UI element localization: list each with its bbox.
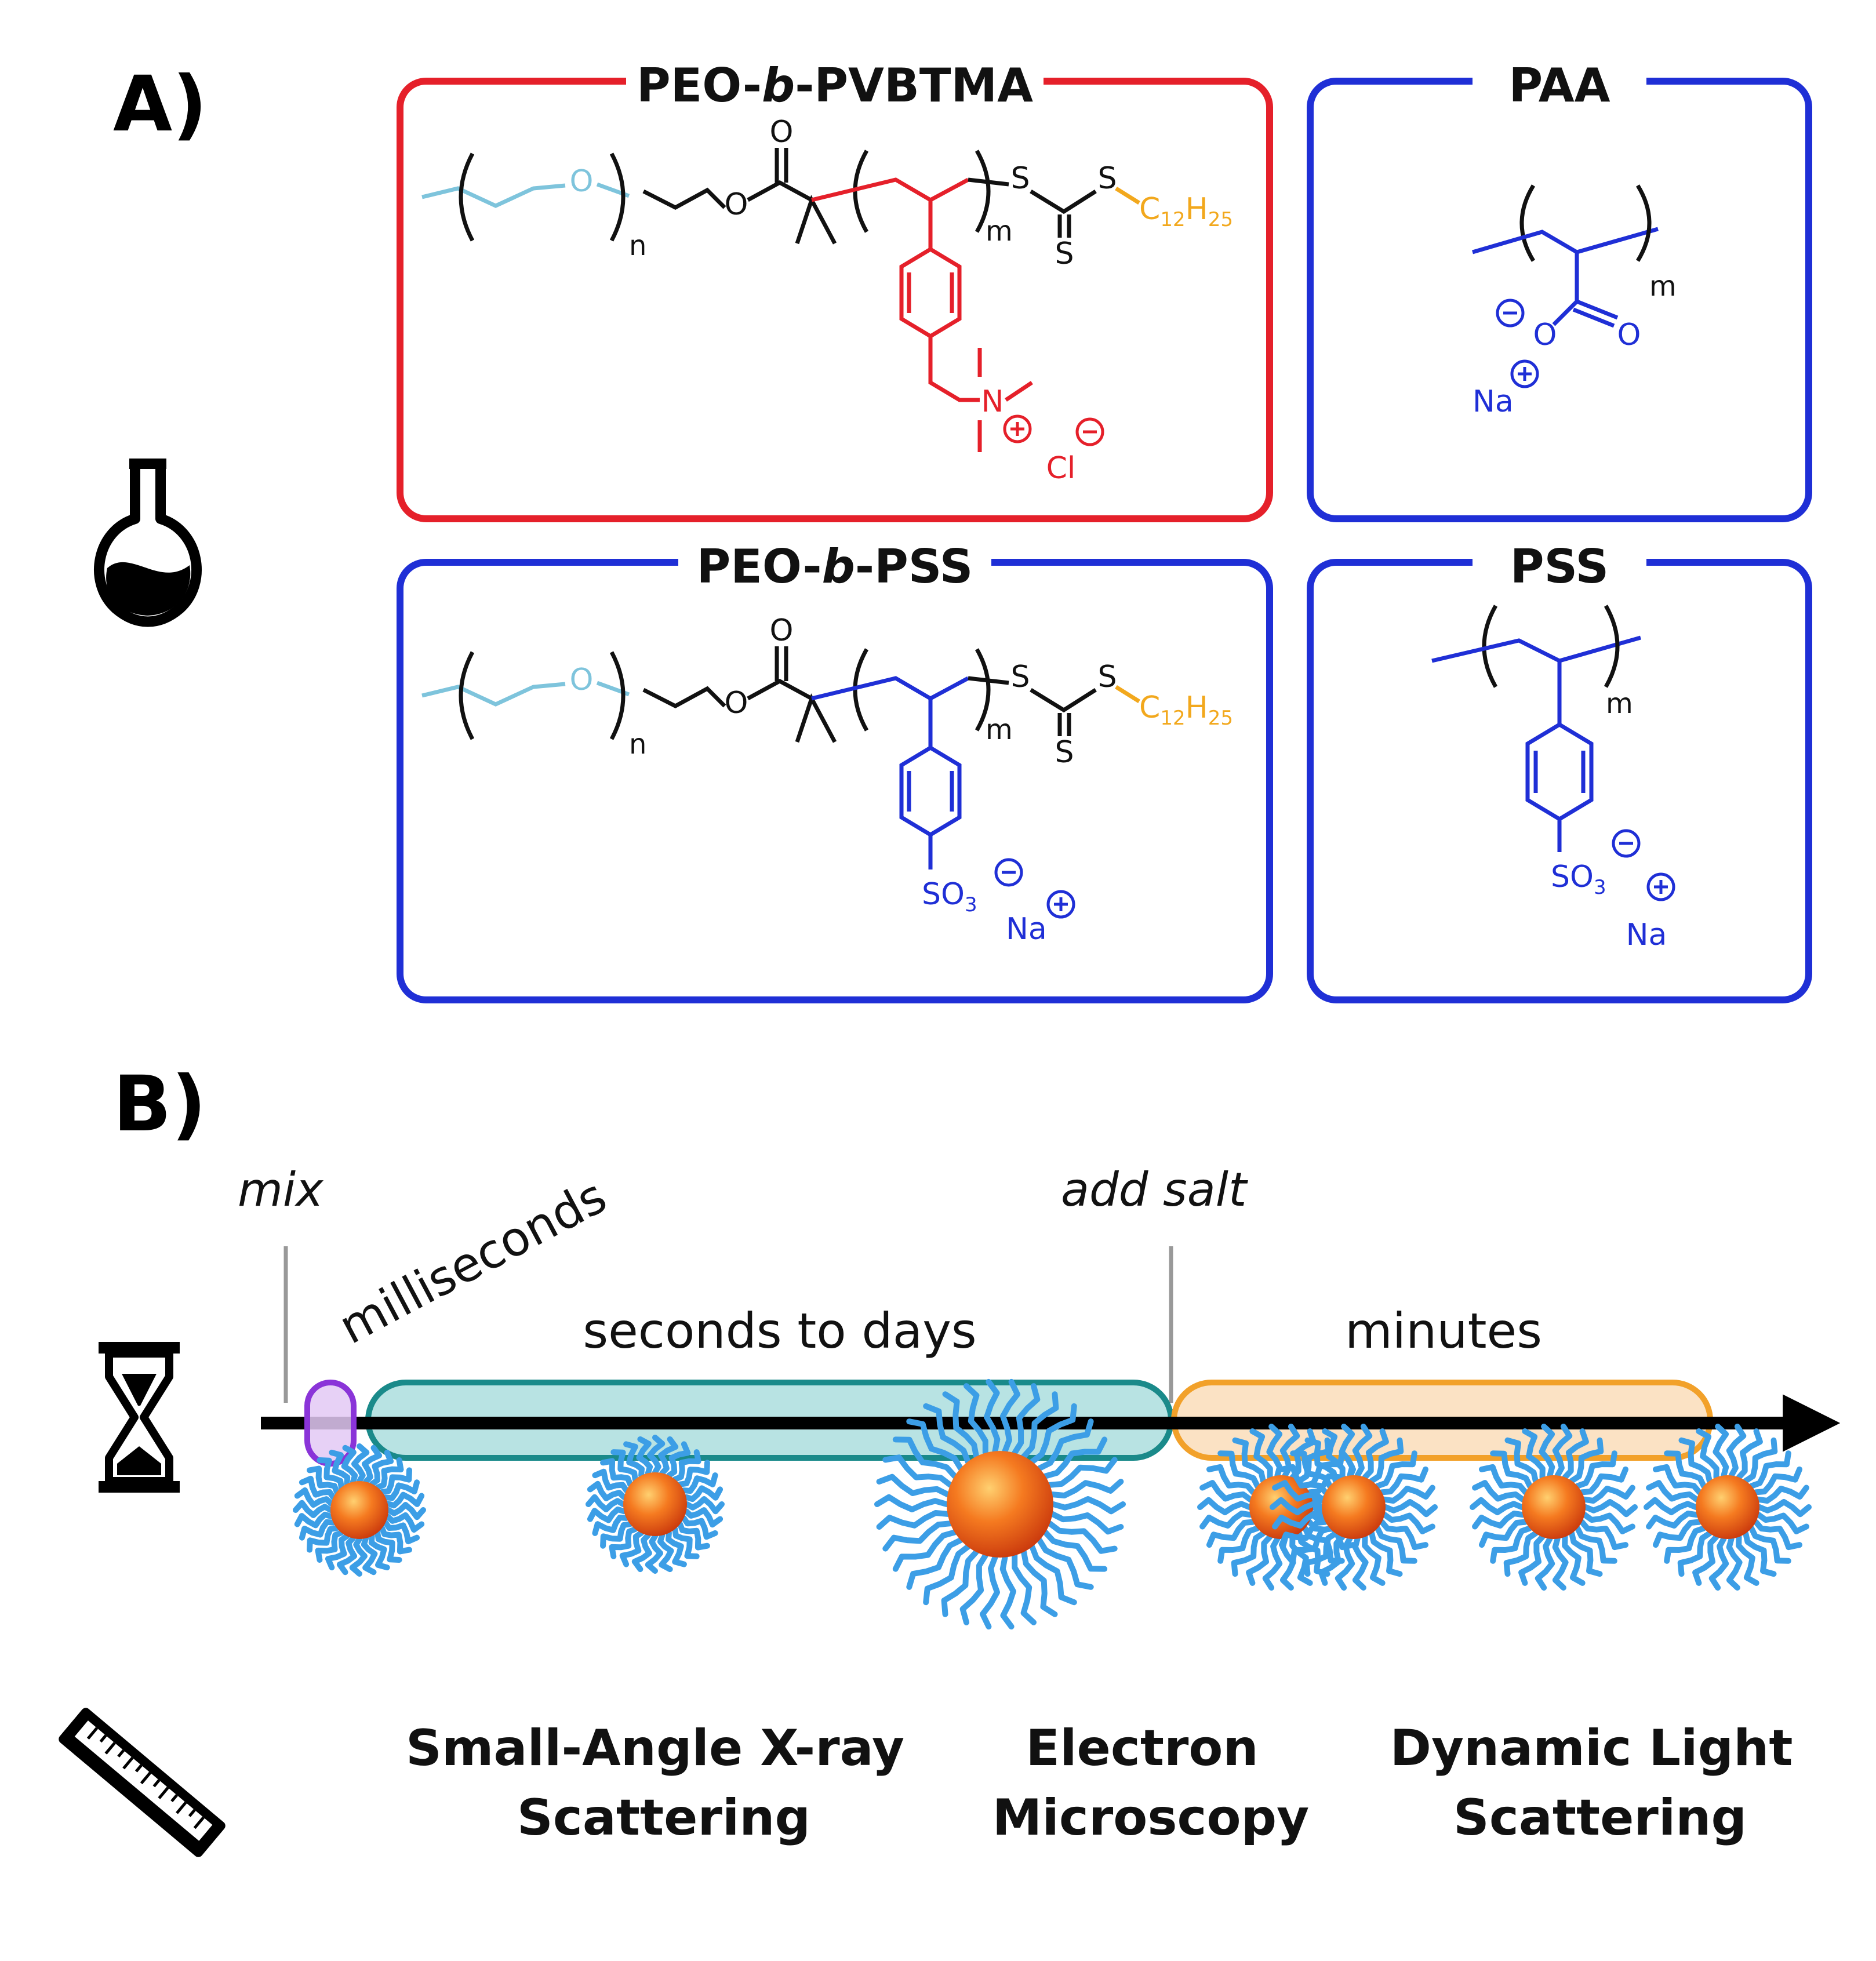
- minus-charge-icon: [1496, 299, 1525, 328]
- pss-sodium: Na: [1626, 918, 1667, 952]
- carboxylate-oxygen: O: [1533, 318, 1557, 352]
- chloride-ion: Cl: [1046, 451, 1076, 486]
- sulfur-1: S: [1010, 161, 1030, 196]
- micelle-grown-core: [947, 1451, 1053, 1558]
- micelle-dls-2-core: [1696, 1475, 1759, 1539]
- plus-charge-icon: [1046, 890, 1075, 919]
- ruler-icon: [59, 1708, 226, 1857]
- carbonyl-oxygen: O: [770, 115, 794, 150]
- minus-charge-icon: [1075, 417, 1104, 446]
- sulfur-2: S: [1097, 660, 1117, 694]
- paa-m-subscript: m: [1649, 270, 1677, 303]
- mix-event-label: mix: [238, 1163, 324, 1217]
- minus-charge-icon: [994, 858, 1023, 887]
- paa-title: PAA: [1508, 59, 1610, 112]
- saxs-label: Small-Angle X-ray Scattering: [406, 1719, 922, 1847]
- pvbtma-box: PEO-b-PVBTMA O n O O m N: [397, 59, 1273, 522]
- minutes-label: minutes: [1345, 1303, 1542, 1359]
- pvbtma-m-subscript: m: [986, 215, 1013, 248]
- seconds-to-days-label: seconds to days: [583, 1303, 976, 1359]
- micelle-saxs-core: [623, 1472, 687, 1536]
- paa-backbone: [1472, 227, 1659, 254]
- peo-oxygen: O: [570, 663, 594, 697]
- peo-close-bracket: [609, 152, 626, 242]
- micelle-fusing-right-core: [1322, 1475, 1386, 1539]
- pss-box: PSS m SO3 Na: [1307, 540, 1812, 1003]
- micelle-fusing-right: [1270, 1424, 1438, 1591]
- minus-charge-icon: [1612, 829, 1641, 858]
- sulfonate-group: SO3: [922, 877, 977, 916]
- pvbtma-title: PEO-b-PVBTMA: [637, 59, 1033, 112]
- pss-backbone: [1431, 635, 1641, 663]
- micelle-initial-core: [330, 1481, 388, 1539]
- em-label: Electron Microscopy: [992, 1719, 1309, 1847]
- panel-a-label: A): [113, 60, 208, 149]
- micelle-group: [293, 1378, 1812, 1630]
- pss-block-box: PEO-b-PSS O n O O m SO3 Na S: [397, 540, 1273, 1003]
- ester-linker: [642, 187, 726, 210]
- ester-oxygen: O: [725, 187, 748, 222]
- pss-benzene: [1525, 722, 1594, 822]
- thione-sulfur: S: [1055, 735, 1074, 770]
- dodecyl-chain: C12H25: [1139, 690, 1233, 730]
- gem-dimethyl: [795, 195, 837, 245]
- pss-block-backbone: [811, 676, 969, 701]
- add-salt-event-label: add salt: [1061, 1163, 1248, 1217]
- micelle-dls-2: [1644, 1424, 1812, 1591]
- flask-icon: [94, 459, 202, 627]
- ester-carbon: [747, 180, 813, 202]
- paa-box: PAA m O O Na: [1307, 59, 1812, 522]
- peo-open-bracket: [459, 152, 475, 242]
- pss-title: PSS: [1510, 540, 1609, 594]
- micelle-saxs: [586, 1435, 725, 1574]
- carbonyl-oxygen: O: [770, 613, 794, 648]
- hourglass-icon: [99, 1342, 180, 1493]
- peo-n-subscript: n: [629, 230, 646, 262]
- peo-n-subscript: n: [629, 728, 646, 761]
- pvbtma-benzene: [899, 246, 962, 339]
- peo-oxygen: O: [570, 164, 594, 199]
- pss-sulfonate: SO3: [1551, 860, 1606, 899]
- ester-oxygen: O: [725, 686, 748, 721]
- pss-block-sodium: Na: [1006, 912, 1047, 947]
- pss-block-title: PEO-b-PSS: [697, 540, 973, 594]
- plus-charge-icon: [1003, 414, 1032, 443]
- pvbtma-backbone: [811, 177, 969, 203]
- thione-sulfur: S: [1055, 237, 1074, 271]
- sulfur-1: S: [1010, 660, 1030, 694]
- ammonium-nitrogen: N: [981, 384, 1004, 419]
- dls-label: Dynamic Light Scattering: [1390, 1719, 1810, 1847]
- dodecyl-chain: C12H25: [1139, 192, 1233, 231]
- plus-charge-icon: [1510, 359, 1539, 388]
- panel-b-label: B): [113, 1060, 206, 1149]
- milliseconds-label: milliseconds: [330, 1169, 616, 1355]
- sulfur-2: S: [1097, 161, 1117, 196]
- peo-repeat-unit: [421, 182, 630, 208]
- paa-sodium: Na: [1473, 384, 1514, 419]
- micelle-initial: [293, 1443, 426, 1577]
- plus-charge-icon: [1646, 872, 1675, 901]
- micelle-grown: [874, 1378, 1126, 1630]
- pss-block-m-subscript: m: [986, 714, 1013, 746]
- pss-block-benzene: [899, 745, 962, 838]
- micelle-dls-1: [1470, 1424, 1638, 1591]
- pss-m-subscript: m: [1606, 687, 1633, 720]
- carbonyl-oxygen-paa: O: [1617, 318, 1641, 352]
- micelle-dls-1-core: [1522, 1475, 1586, 1539]
